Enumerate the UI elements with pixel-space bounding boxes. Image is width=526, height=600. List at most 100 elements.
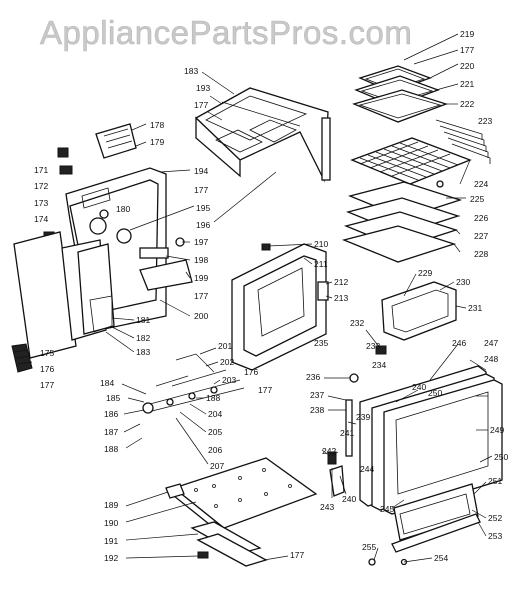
callout-252: 252 (488, 513, 502, 523)
callout-206: 206 (208, 445, 222, 455)
callout-247: 247 (484, 338, 498, 348)
callout-243: 243 (320, 502, 334, 512)
callout-210: 210 (314, 239, 328, 249)
callout-239: 239 (356, 412, 370, 422)
callout-249: 249 (490, 425, 504, 435)
callout-237: 237 (310, 390, 324, 400)
callout-232: 232 (350, 318, 364, 328)
callout-194: 194 (194, 166, 208, 176)
callout-222: 222 (460, 99, 474, 109)
callout-246: 246 (452, 338, 466, 348)
callout-226: 226 (474, 213, 488, 223)
callout-245: 245 (380, 504, 394, 514)
callout-255: 255 (362, 542, 376, 552)
callout-198: 198 (194, 255, 208, 265)
callout-189: 189 (104, 500, 118, 510)
callout-185: 185 (106, 393, 120, 403)
callout-179: 179 (150, 137, 164, 147)
callout-175: 175 (40, 348, 54, 358)
callout-182: 182 (136, 333, 150, 343)
callout-191: 191 (104, 536, 118, 546)
callout-224: 224 (474, 179, 488, 189)
callout-173: 173 (34, 198, 48, 208)
callout-225: 225 (470, 194, 484, 204)
callout-203: 203 (222, 375, 236, 385)
callout-183: 183 (136, 347, 150, 357)
pan-stack (435, 119, 491, 164)
callout-177: 177 (194, 291, 208, 301)
callout-177: 177 (194, 100, 208, 110)
callout-193: 193 (196, 83, 210, 93)
callout-172: 172 (34, 181, 48, 191)
callout-176: 176 (244, 367, 258, 377)
callout-171: 171 (34, 165, 48, 175)
callout-197: 197 (194, 237, 208, 247)
callout-labels: 219 177 220 221 222 223 224 225 226 227 … (34, 29, 508, 563)
callout-229: 229 (418, 268, 432, 278)
callout-192: 192 (104, 553, 118, 563)
callout-240: 240 (342, 494, 356, 504)
callout-235: 235 (314, 338, 328, 348)
callout-199: 199 (194, 273, 208, 283)
callout-195: 195 (196, 203, 210, 213)
callout-241: 241 (340, 428, 354, 438)
callout-242: 242 (322, 446, 336, 456)
callout-211: 211 (314, 259, 328, 269)
callout-223: 223 (478, 116, 492, 126)
callout-220: 220 (460, 61, 474, 71)
callout-234: 234 (372, 360, 386, 370)
callout-180: 180 (116, 204, 130, 214)
callout-231: 231 (468, 303, 482, 313)
callout-240: 240 (412, 382, 426, 392)
small-panels (57, 123, 137, 175)
left-side-assembly (11, 167, 193, 373)
callout-244: 244 (360, 464, 374, 474)
leader-lines (105, 33, 493, 563)
callout-254: 254 (434, 553, 448, 563)
callout-248: 248 (484, 354, 498, 364)
callout-200: 200 (194, 311, 208, 321)
callout-233: 233 (366, 341, 380, 351)
callout-184: 184 (100, 378, 114, 388)
callout-196: 196 (196, 220, 210, 230)
burner-assembly (142, 353, 245, 414)
callout-212: 212 (334, 277, 348, 287)
callout-188: 188 (206, 393, 220, 403)
callout-236: 236 (306, 372, 320, 382)
cooktop (194, 87, 331, 183)
callout-177: 177 (194, 185, 208, 195)
watermark: AppliancePartsPros.com (40, 14, 413, 52)
callout-221: 221 (460, 79, 474, 89)
callout-250: 250 (494, 452, 508, 462)
callout-177: 177 (258, 385, 272, 395)
callout-183: 183 (184, 66, 198, 76)
callout-227: 227 (474, 231, 488, 241)
oven-window (349, 281, 457, 383)
callout-174: 174 (34, 214, 48, 224)
oven-frame (231, 243, 329, 371)
callout-190: 190 (104, 518, 118, 528)
callout-176: 176 (40, 364, 54, 374)
callout-204: 204 (208, 409, 222, 419)
callout-238: 238 (310, 405, 324, 415)
callout-230: 230 (456, 277, 470, 287)
callout-219: 219 (460, 29, 474, 39)
callout-181: 181 (136, 315, 150, 325)
callout-251: 251 (488, 476, 502, 486)
drawer-pan (165, 457, 318, 567)
callout-250: 250 (428, 388, 442, 398)
callout-186: 186 (104, 409, 118, 419)
callout-205: 205 (208, 427, 222, 437)
callout-177: 177 (460, 45, 474, 55)
callout-253: 253 (488, 531, 502, 541)
callout-228: 228 (474, 249, 488, 259)
callout-207: 207 (210, 461, 224, 471)
callout-177: 177 (290, 550, 304, 560)
callout-202: 202 (220, 357, 234, 367)
oven-door (327, 365, 503, 566)
callout-213: 213 (334, 293, 348, 303)
callout-201: 201 (218, 341, 232, 351)
callout-178: 178 (150, 120, 164, 130)
